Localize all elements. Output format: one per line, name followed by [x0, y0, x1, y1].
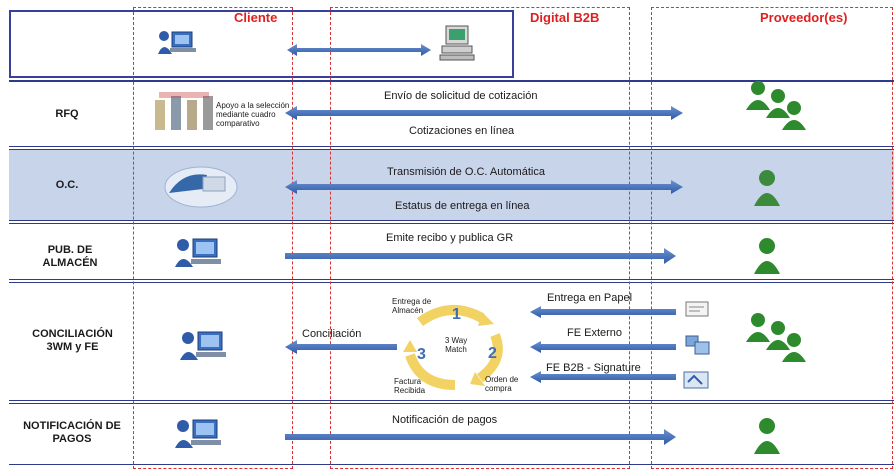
three-way-match-cycle-icon [403, 304, 503, 390]
rfq-apoyo-text: Apoyo a la selección mediante cuadro com… [216, 101, 290, 128]
notif-pagos-label: Notificación de pagos [392, 414, 498, 426]
rfq-double-arrow [285, 106, 683, 120]
column-header-cliente: Cliente [234, 10, 278, 25]
row-label-notif-text: NOTIFICACIÓN DE PAGOS [23, 420, 121, 445]
fe-externo-label: FE Externo [567, 327, 623, 339]
oc-estatus-label: Estatus de entrega en línea [395, 200, 530, 212]
conc-supplier-group-icon [746, 313, 806, 362]
rfq-people-selection-icon [155, 92, 213, 130]
oc-transmision-label: Transmisión de O.C. Automática [387, 166, 545, 178]
paper-document-icon [685, 301, 709, 317]
entrega-papel-label: Entrega en Papel [547, 292, 633, 304]
rfq-cotizaciones-label: Cotizaciones en línea [409, 125, 515, 137]
fe-b2b-signature-icon [683, 371, 709, 389]
fe-b2b-label: FE B2B - Signature [546, 362, 641, 374]
notif-arrow [285, 429, 676, 445]
fe-externo-arrow [530, 341, 676, 353]
row-label-conc: CONCILIACIÓN 3WM y FE [25, 328, 120, 354]
entrega-almacen-label: Entrega de Almacén [392, 297, 432, 315]
pub-arrow [285, 248, 676, 264]
notif-supplier-icon [754, 418, 780, 454]
row-pub [9, 223, 894, 280]
match-step-1: 1 [452, 306, 461, 323]
row-label-oc: O.C. [55, 179, 79, 191]
oc-automatic-transmission-icon [164, 166, 238, 208]
top-divider [9, 80, 894, 81]
conciliacion-label: Conciliación [302, 328, 362, 340]
row-label-pub: PUB. DE ALMACÉN [40, 244, 100, 270]
factura-recibida-label: Factura Recibida [394, 377, 426, 395]
column-header-digital-b2b: Digital B2B [530, 10, 600, 25]
pub-emite-label: Emite recibo y publica GR [386, 232, 514, 244]
oc-supplier-icon [754, 170, 780, 206]
three-way-match-label: 3 Way Match [444, 336, 468, 354]
header-box [9, 10, 514, 78]
fe-externo-screens-icon [685, 335, 710, 355]
row-label-rfq: RFQ [55, 108, 79, 120]
top-double-arrow [287, 44, 431, 56]
client-user-computer-icon [158, 31, 196, 54]
row-label-notif: NOTIFICACIÓN DE PAGOS [22, 420, 122, 446]
orden-compra-label: Orden de compra [485, 375, 519, 393]
entrega-papel-arrow [530, 306, 676, 318]
rfq-envio-label: Envío de solicitud de cotización [384, 90, 538, 102]
conciliacion-arrow [285, 340, 397, 354]
column-header-proveedores: Proveedor(es) [760, 10, 848, 25]
rfq-supplier-group-icon [746, 81, 806, 130]
conc-user-computer-icon [180, 331, 226, 360]
server-computer-icon [439, 25, 475, 61]
fe-b2b-arrow [530, 371, 676, 383]
row-label-conc-text: CONCILIACIÓN 3WM y FE [32, 328, 113, 353]
notif-user-computer-icon [175, 419, 221, 448]
oc-double-arrow [285, 180, 683, 194]
pub-supplier-icon [754, 238, 780, 274]
pub-user-computer-icon [175, 238, 221, 267]
row-label-pub-text: PUB. DE ALMACÉN [42, 244, 98, 269]
match-step-2: 2 [488, 345, 497, 362]
match-step-3: 3 [417, 346, 426, 363]
